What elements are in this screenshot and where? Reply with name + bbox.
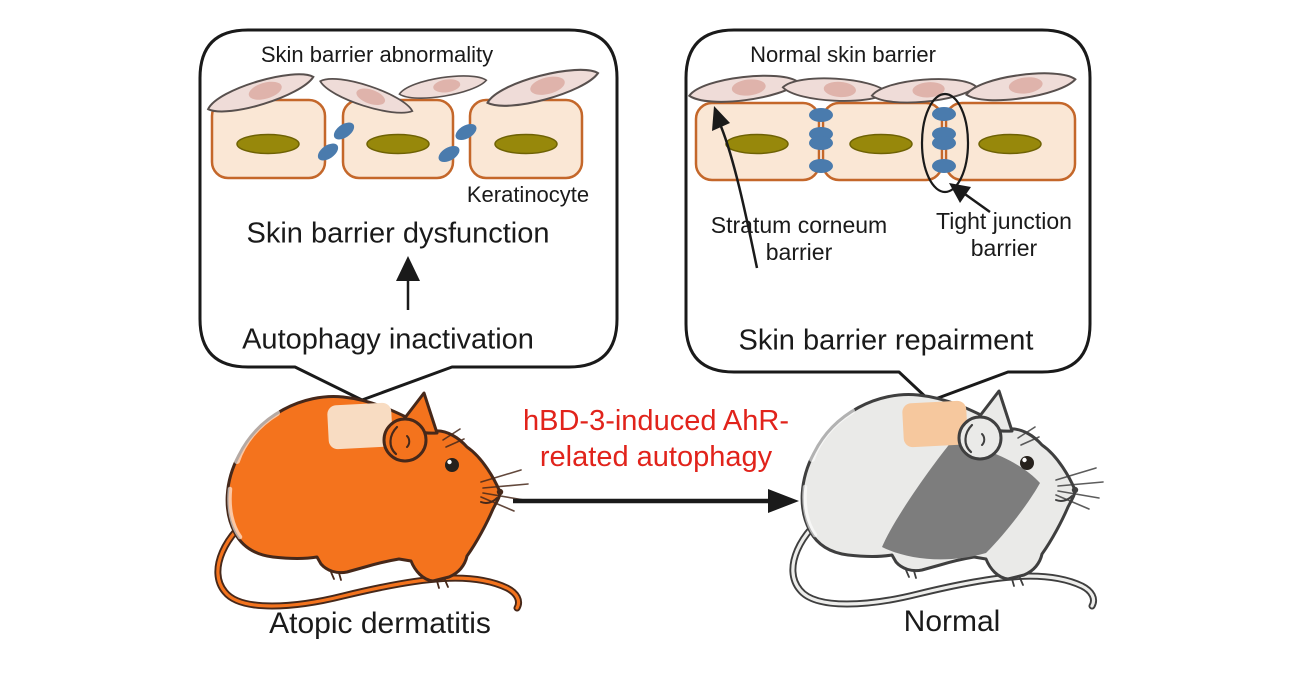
cell-nucleus bbox=[494, 133, 558, 155]
cell-nucleus bbox=[366, 133, 430, 155]
stratum-corneum-line1: Stratum corneum bbox=[710, 212, 888, 238]
atopic-dermatitis-label: Atopic dermatitis bbox=[269, 607, 491, 640]
right-bubble-title: Normal skin barrier bbox=[750, 41, 936, 67]
tight-junction-barrier-label: Tight junction barrier bbox=[936, 208, 1072, 262]
tight-junction-columns bbox=[809, 107, 956, 173]
up-arrow bbox=[396, 256, 420, 310]
tight-junction-arrow bbox=[949, 183, 991, 214]
skin-barrier-repairment-label: Skin barrier repairment bbox=[738, 324, 1034, 357]
scattered-tight-junction-dots bbox=[317, 122, 477, 163]
cell-nucleus bbox=[978, 133, 1042, 155]
skin-barrier-dysfunction-label: Skin barrier dysfunction bbox=[246, 217, 550, 250]
left-bubble-title: Skin barrier abnormality bbox=[260, 41, 494, 67]
tight-junction-circle-annotation bbox=[920, 92, 970, 194]
stratum-corneum-barrier-label: Stratum corneum barrier bbox=[711, 212, 887, 266]
treatment-arrow bbox=[513, 489, 799, 513]
atopic-dermatitis-mouse bbox=[218, 393, 528, 608]
stratum-corneum-arrow bbox=[712, 106, 759, 269]
tight-junction-line2: barrier bbox=[970, 235, 1038, 261]
treatment-line2: related autophagy bbox=[539, 441, 773, 473]
normal-mouse bbox=[793, 391, 1103, 606]
cell-nucleus bbox=[236, 133, 300, 155]
keratinocyte-label: Keratinocyte bbox=[466, 181, 590, 207]
tight-junction-line1: Tight junction bbox=[936, 208, 1072, 234]
keratinocyte-cells bbox=[694, 101, 1077, 182]
normal-label: Normal bbox=[903, 605, 1001, 638]
treatment-line1: hBD-3-induced AhR- bbox=[523, 405, 789, 437]
autophagy-inactivation-label: Autophagy inactivation bbox=[242, 323, 534, 356]
cell-nucleus bbox=[725, 133, 789, 155]
cell-nucleus bbox=[849, 133, 913, 155]
left-cell-diagram bbox=[203, 60, 603, 310]
right-cell-diagram bbox=[686, 67, 1078, 269]
treatment-label: hBD-3-induced AhR- related autophagy bbox=[523, 403, 789, 475]
stratum-corneum-line2: barrier bbox=[765, 239, 833, 265]
